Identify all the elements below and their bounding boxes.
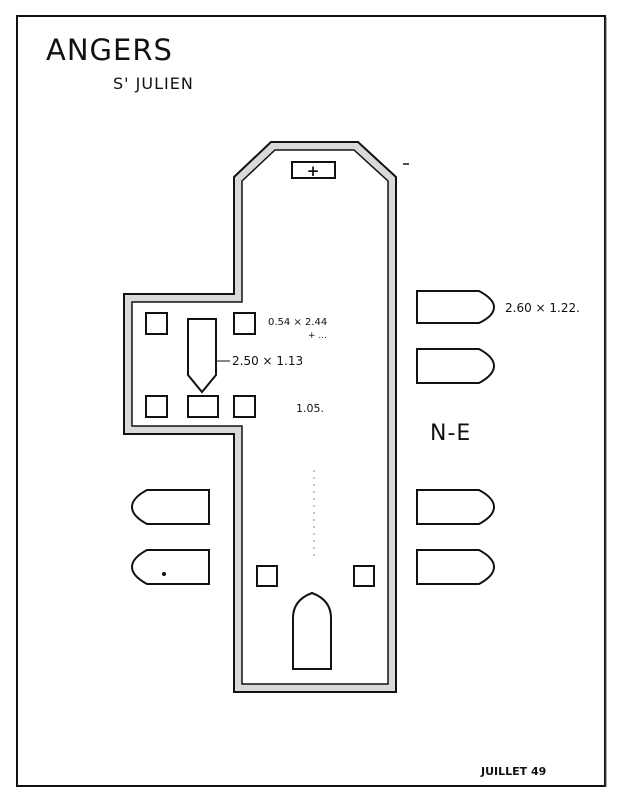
choir-squares bbox=[145, 312, 375, 587]
altar-cross-icon: + bbox=[307, 162, 320, 180]
left-tombs bbox=[130, 489, 210, 585]
nave-square bbox=[256, 565, 278, 587]
tomb-left-2 bbox=[130, 549, 210, 585]
right-tombs bbox=[416, 290, 496, 585]
plan-title: ANGERS bbox=[46, 33, 173, 67]
choir-square bbox=[233, 395, 256, 418]
tomb-right-1 bbox=[416, 290, 496, 324]
choir-square bbox=[233, 312, 256, 335]
tomb-mark bbox=[162, 572, 166, 576]
choir-square bbox=[187, 395, 219, 418]
altar-box bbox=[291, 161, 336, 179]
tomb-right-3 bbox=[416, 489, 496, 525]
choir-square bbox=[145, 312, 168, 335]
dimension-choir-top: 0.54 × 2.44 bbox=[268, 317, 327, 328]
central-tomb bbox=[187, 318, 217, 394]
plan-subtitle: S' JULIEN bbox=[113, 74, 194, 93]
choir-square bbox=[145, 395, 168, 418]
church-walls bbox=[123, 141, 397, 693]
tomb-right-2 bbox=[416, 348, 496, 384]
dimension-outer-boats: 2.60 × 1.22. bbox=[505, 301, 580, 315]
date-label: JUILLET 49 bbox=[480, 765, 546, 778]
west-door bbox=[292, 591, 332, 670]
church-inner-wall bbox=[131, 149, 389, 685]
dimension-choir-top-note: + ... bbox=[308, 331, 327, 341]
dimension-choir-bottom: 1.05. bbox=[296, 402, 324, 415]
nave-square bbox=[353, 565, 375, 587]
orientation-label: N-E bbox=[430, 421, 471, 446]
tomb-left-1 bbox=[130, 489, 210, 525]
page-border bbox=[16, 15, 606, 787]
tomb-right-4 bbox=[416, 549, 496, 585]
dimension-central-boat: 2.50 × 1.13 bbox=[232, 354, 303, 368]
